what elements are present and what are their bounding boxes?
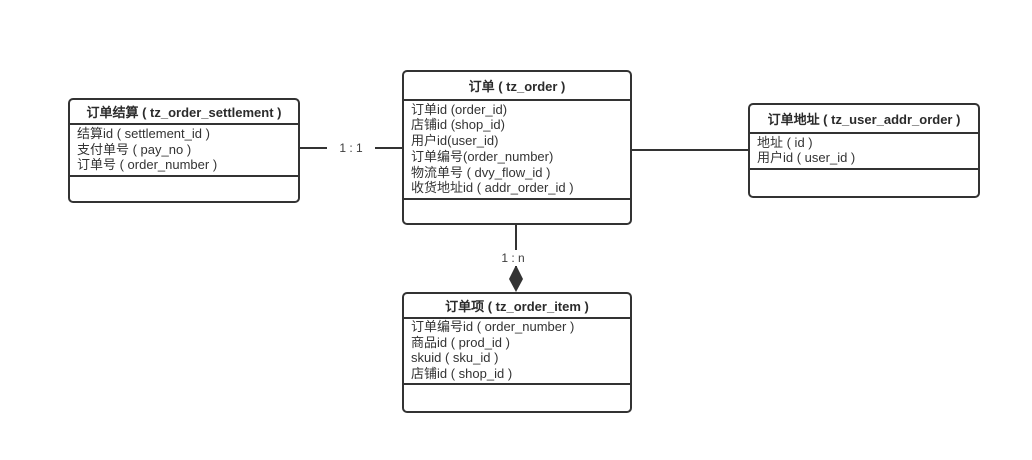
relationship-label-one-to-n: 1 : n bbox=[489, 250, 537, 266]
entity-field: 店铺id ( shop_id ) bbox=[411, 365, 513, 381]
entity-field: 订单号 ( order_number ) bbox=[77, 157, 218, 173]
entity-field: 物流单号 ( dvy_flow_id ) bbox=[411, 164, 551, 180]
entity-fields: 订单id (order_id) 店铺id (shop_id) 用户id(user… bbox=[404, 101, 630, 198]
entity-order-item[interactable]: 订单项 ( tz_order_item ) 订单编号id ( order_num… bbox=[402, 292, 632, 413]
entity-title: 订单 ( tz_order ) bbox=[404, 72, 630, 101]
entity-footer-empty bbox=[404, 383, 630, 411]
entity-field: 商品id ( prod_id ) bbox=[411, 334, 510, 350]
entity-field: 订单编号(order_number) bbox=[411, 148, 554, 164]
relationship-label-one-to-one: 1 : 1 bbox=[327, 140, 375, 156]
entity-field: 用户id(user_id) bbox=[411, 133, 499, 149]
entity-user-addr-order[interactable]: 订单地址 ( tz_user_addr_order ) 地址 ( id ) 用户… bbox=[748, 103, 980, 198]
entity-field: 收货地址id ( addr_order_id ) bbox=[411, 180, 574, 196]
entity-footer-empty bbox=[70, 175, 298, 201]
entity-title: 订单地址 ( tz_user_addr_order ) bbox=[750, 105, 978, 134]
entity-field: 地址 ( id ) bbox=[757, 134, 813, 150]
entity-order-settlement[interactable]: 订单结算 ( tz_order_settlement ) 结算id ( sett… bbox=[68, 98, 300, 203]
entity-title: 订单项 ( tz_order_item ) bbox=[404, 294, 630, 319]
entity-field: 用户id ( user_id ) bbox=[757, 150, 856, 166]
entity-fields: 地址 ( id ) 用户id ( user_id ) bbox=[750, 134, 978, 168]
entity-field: 订单id (order_id) bbox=[411, 101, 508, 117]
entity-footer-empty bbox=[750, 168, 978, 196]
entity-fields: 结算id ( settlement_id ) 支付单号 ( pay_no ) 订… bbox=[70, 125, 298, 175]
entity-field: 支付单号 ( pay_no ) bbox=[77, 141, 192, 157]
entity-field: 订单编号id ( order_number ) bbox=[411, 319, 575, 335]
entity-order[interactable]: 订单 ( tz_order ) 订单id (order_id) 店铺id (sh… bbox=[402, 70, 632, 225]
entity-fields: 订单编号id ( order_number ) 商品id ( prod_id )… bbox=[404, 319, 630, 383]
diamond-arrow-icon bbox=[509, 265, 523, 292]
entity-field: 店铺id (shop_id) bbox=[411, 117, 505, 133]
entity-title: 订单结算 ( tz_order_settlement ) bbox=[70, 100, 298, 125]
entity-field: 结算id ( settlement_id ) bbox=[77, 125, 210, 141]
entity-field: skuid ( sku_id ) bbox=[411, 350, 499, 366]
entity-footer-empty bbox=[404, 198, 630, 223]
